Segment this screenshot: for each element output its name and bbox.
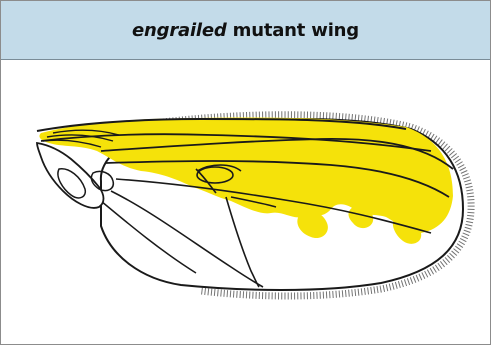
title-gene-name: engrailed — [132, 20, 227, 41]
wing-hinge-outline — [37, 143, 104, 208]
title-rest: mutant wing — [227, 20, 359, 41]
title-bar: engrailed mutant wing — [1, 1, 490, 60]
diagram-area — [1, 60, 490, 344]
wing-diagram — [1, 60, 490, 344]
figure-title: engrailed mutant wing — [132, 20, 359, 41]
